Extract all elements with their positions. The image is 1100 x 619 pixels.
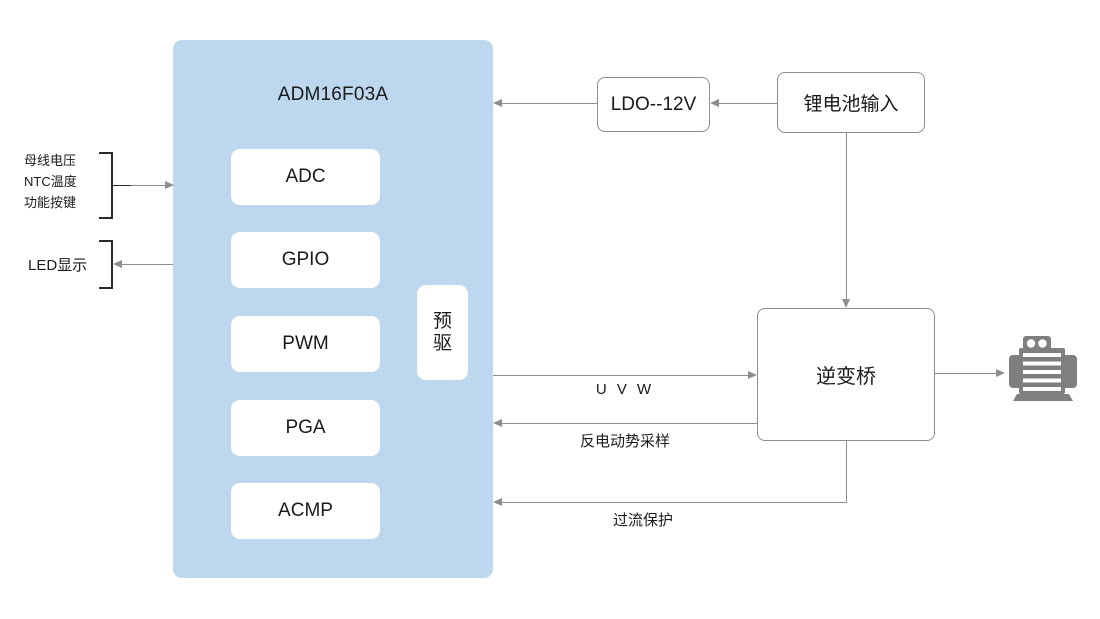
mcu-block-gpio[interactable]: GPIO [231,232,380,288]
output-group-led-bracket-tick-bottom [99,287,111,289]
ldo-to-mcu-line [502,103,597,104]
input-label-ntc-temperature: NTC温度 [24,174,77,190]
ldo-label: LDO--12V [610,93,697,115]
pre-driver-block[interactable]: 预 驱 [417,285,468,380]
inverter-bridge-label: 逆变桥 [816,366,876,388]
pre-driver-label-line2: 驱 [432,332,452,354]
mcu-block-pwm[interactable]: PWM [231,316,380,372]
battery-to-bridge-line [846,133,847,299]
output-group-led-arrowhead [113,260,122,268]
battery-input-block[interactable]: 锂电池输入 [777,72,925,133]
mcu-block-gpio-label: GPIO [281,249,330,270]
input-group-analog-stub [113,185,131,186]
input-group-analog-bracket-tick-bottom [99,217,111,219]
battery-to-ldo-arrowhead [710,99,719,107]
output-group-led-labels: LED显示 [28,254,87,278]
output-group-led-line [122,264,173,265]
uvw-arrowhead [748,371,757,379]
input-group-analog-bracket-tick-top [99,152,111,154]
bemf-arrowhead [493,419,502,427]
mcu-block-pwm-label: PWM [282,333,329,354]
mcu-block-adc[interactable]: ADC [231,149,380,205]
ocp-line-vertical [846,441,847,503]
battery-to-bridge-arrowhead [842,299,850,308]
mcu-block-adc-label: ADC [285,166,326,187]
output-group-led-bracket [111,240,113,289]
ocp-line-horizontal [502,502,847,503]
bemf-line [502,423,757,424]
uvw-line [493,375,748,376]
pre-driver-label-line1: 预 [432,310,452,332]
uvw-label: U V W [595,381,655,398]
ldo-to-mcu-arrowhead [493,99,502,107]
mcu-block-acmp[interactable]: ACMP [231,483,380,539]
inverter-bridge-block[interactable]: 逆变桥 [757,308,935,441]
battery-input-label: 锂电池输入 [803,94,899,115]
battery-to-ldo-line [719,103,777,104]
motor-icon [1005,336,1081,402]
input-group-analog-labels: 母线电压 NTC温度 功能按键 [24,150,77,213]
input-group-analog-arrowhead [165,181,174,189]
output-label-led-display: LED显示 [28,257,88,274]
mcu-block-pga[interactable]: PGA [231,400,380,456]
output-group-led-bracket-tick-top [99,240,111,242]
ldo-block[interactable]: LDO--12V [597,77,710,132]
bridge-to-motor-line [935,373,997,374]
input-label-function-key: 功能按键 [24,195,77,211]
input-label-bus-voltage: 母线电压 [24,153,77,168]
bemf-label: 反电动势采样 [579,433,670,450]
mcu-title: ADM16F03A [277,84,389,105]
input-group-analog-line [131,185,166,186]
mcu-block-pga-label: PGA [285,417,326,438]
ocp-label: 过流保护 [612,512,673,529]
mcu-block-acmp-label: ACMP [278,500,333,521]
ocp-arrowhead [493,498,502,506]
bridge-to-motor-arrowhead [996,369,1005,377]
input-group-analog-bracket [111,152,113,219]
